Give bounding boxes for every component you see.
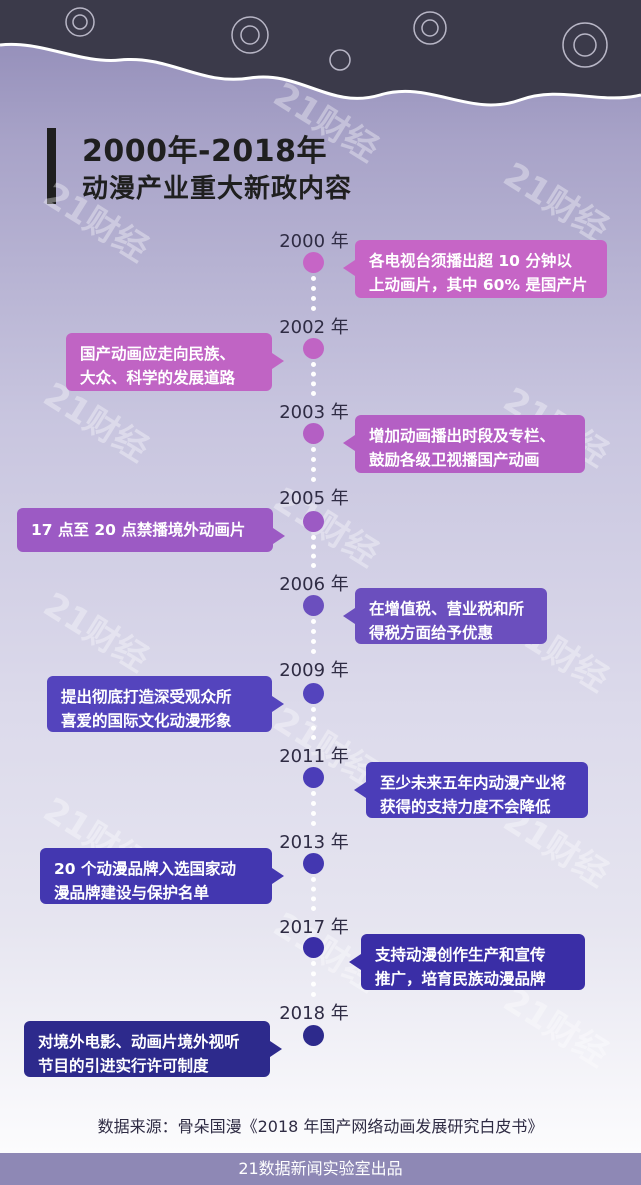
policy-text-line: 漫品牌建设与保护名单 [54, 881, 258, 905]
watermark: 21财经 [36, 578, 160, 681]
timeline-connector [311, 707, 321, 740]
policy-text-line: 在增值税、营业税和所 [369, 597, 533, 621]
policy-callout: 20 个动漫品牌入选国家动漫品牌建设与保护名单 [40, 848, 272, 904]
timeline-connector [311, 877, 321, 911]
timeline-dot [303, 595, 324, 616]
policy-callout: 17 点至 20 点禁播境外动画片 [17, 508, 273, 552]
timeline-dot [303, 853, 324, 874]
policy-callout: 在增值税、营业税和所得税方面给予优惠 [355, 588, 547, 644]
timeline-year: 2000 年 [264, 227, 364, 253]
timeline-connector [311, 961, 321, 997]
policy-callout: 支持动漫创作生产和宣传推广，培育民族动漫品牌 [361, 934, 585, 990]
policy-text-line: 国产动画应走向民族、 [80, 342, 258, 366]
timeline-dot [303, 767, 324, 788]
timeline-dot [303, 937, 324, 958]
timeline-dot [303, 511, 324, 532]
policy-text-line: 增加动画播出时段及专栏、 [369, 424, 571, 448]
timeline-connector [311, 619, 321, 654]
policy-callout: 对境外电影、动画片境外视听节目的引进实行许可制度 [24, 1021, 270, 1077]
footer-credit: 21数据新闻实验室出品 [0, 1153, 641, 1185]
timeline-year: 2009 年 [264, 656, 364, 682]
policy-text-line: 提出彻底打造深受观众所 [61, 685, 258, 709]
timeline-dot [303, 683, 324, 704]
timeline-dot [303, 252, 324, 273]
policy-text-line: 鼓励各级卫视播国产动画 [369, 448, 571, 472]
timeline-year: 2005 年 [264, 484, 364, 510]
policy-text-line: 对境外电影、动画片境外视听 [38, 1030, 256, 1054]
timeline-year: 2011 年 [264, 742, 364, 768]
timeline-connector [311, 447, 321, 482]
policy-text-line: 喜爱的国际文化动漫形象 [61, 709, 258, 733]
timeline-connector [311, 535, 321, 568]
policy-text-line: 获得的支持力度不会降低 [380, 795, 574, 819]
policy-text-line: 节目的引进实行许可制度 [38, 1054, 256, 1078]
timeline-dot [303, 1025, 324, 1046]
timeline-year: 2017 年 [264, 913, 364, 939]
policy-callout: 提出彻底打造深受观众所喜爱的国际文化动漫形象 [47, 676, 272, 732]
timeline-dot [303, 423, 324, 444]
policy-callout: 各电视台须播出超 10 分钟以上动画片，其中 60% 是国产片 [355, 240, 607, 298]
policy-text-line: 上动画片，其中 60% 是国产片 [369, 273, 593, 297]
policy-callout: 至少未来五年内动漫产业将获得的支持力度不会降低 [366, 762, 588, 818]
policy-text-line: 大众、科学的发展道路 [80, 366, 258, 390]
policy-text-line: 支持动漫创作生产和宣传 [375, 943, 571, 967]
timeline-year: 2006 年 [264, 570, 364, 596]
timeline-connector [311, 791, 321, 826]
page-subtitle: 动漫产业重大新政内容 [82, 168, 352, 205]
timeline-connector [311, 362, 321, 396]
timeline-year: 2002 年 [264, 313, 364, 339]
policy-text-line: 得税方面给予优惠 [369, 621, 533, 645]
policy-text-line: 各电视台须播出超 10 分钟以 [369, 249, 593, 273]
watermark: 21财经 [496, 148, 620, 251]
policy-callout: 增加动画播出时段及专栏、鼓励各级卫视播国产动画 [355, 415, 585, 473]
data-source: 数据来源：骨朵国漫《2018 年国产网络动画发展研究白皮书》 [0, 1113, 641, 1137]
policy-text-line: 20 个动漫品牌入选国家动 [54, 857, 258, 881]
page-title: 2000年-2018年 [82, 126, 327, 170]
timeline-connector [311, 276, 321, 311]
policy-text-line: 17 点至 20 点禁播境外动画片 [31, 517, 259, 543]
timeline-dot [303, 338, 324, 359]
policy-text-line: 推广，培育民族动漫品牌 [375, 967, 571, 991]
timeline-year: 2013 年 [264, 828, 364, 854]
policy-text-line: 至少未来五年内动漫产业将 [380, 771, 574, 795]
timeline-year: 2018 年 [264, 999, 364, 1025]
timeline-year: 2003 年 [264, 398, 364, 424]
policy-callout: 国产动画应走向民族、大众、科学的发展道路 [66, 333, 272, 391]
